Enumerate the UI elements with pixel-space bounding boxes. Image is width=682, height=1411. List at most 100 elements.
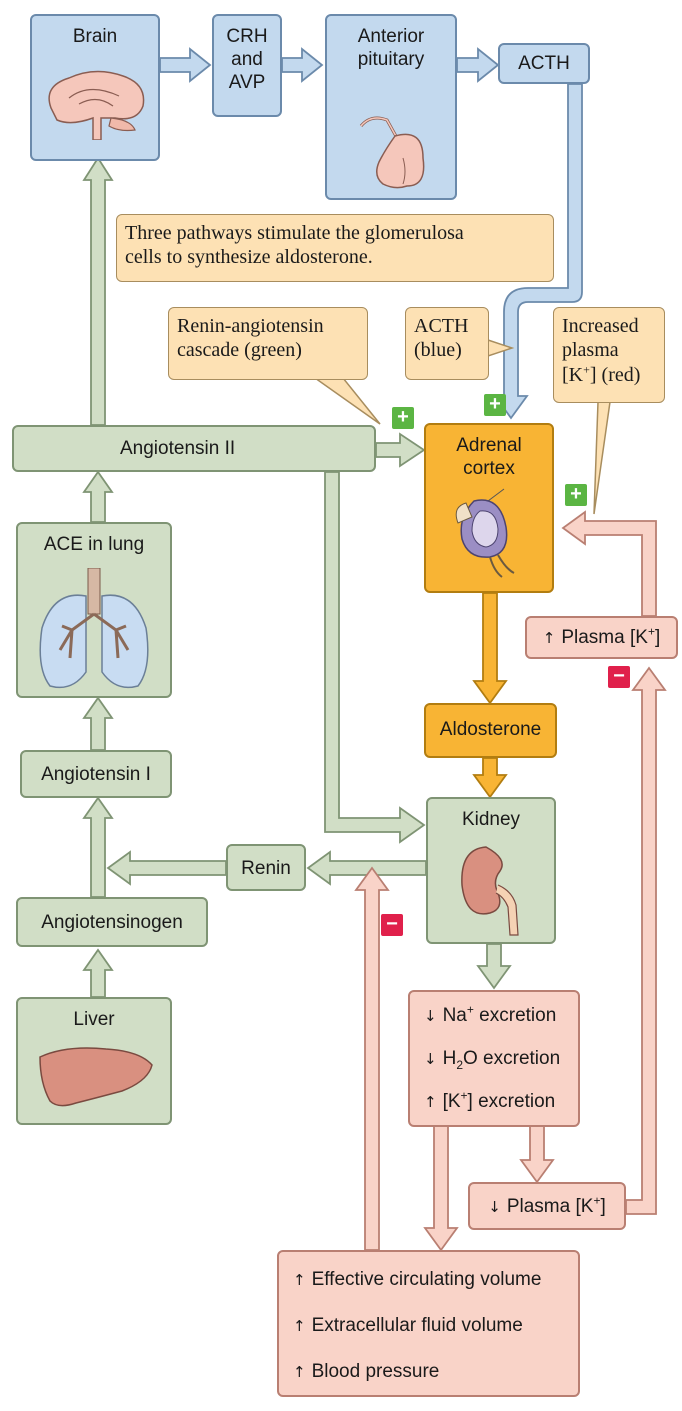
angiotensin-ii-box: Angiotensin II: [12, 425, 376, 472]
kidney-box: Kidney: [426, 797, 556, 944]
arrow-acth-to-adrenal: [493, 83, 583, 420]
liver-label: Liver: [73, 1009, 115, 1030]
angiotensin-ii-label: Angiotensin II: [120, 438, 236, 459]
ace-in-lung-label: ACE in lung: [43, 534, 145, 555]
arrow-pituitary-to-acth: [456, 47, 500, 83]
pituitary-illustration: [359, 116, 425, 189]
acth-blue-line2: (blue): [414, 339, 462, 362]
lung-illustration: [39, 568, 149, 689]
brain-illustration: [48, 70, 145, 140]
extracellular-up-arrow-icon: ↑: [293, 1317, 306, 1335]
potassium-minus-sign: −: [608, 666, 630, 688]
effect-blood-pressure: ↑Blood pressure: [293, 1361, 440, 1382]
circulating-up-arrow-icon: ↑: [293, 1271, 306, 1289]
renin-cascade-pointer: [312, 377, 381, 425]
effect-circulating-volume: ↑Effective circulating volume: [293, 1269, 542, 1290]
bp-up-arrow-icon: ↑: [293, 1363, 306, 1381]
plasma-k-decreased-label: Plasma [K: [506, 1196, 594, 1217]
angiotensinogen-box: Angiotensinogen: [16, 897, 208, 947]
acth-plus-sign: +: [484, 394, 506, 416]
three-pathways-note: Three pathways stimulate the glomerulosa…: [116, 214, 554, 282]
arrow-angiotensinogen-to-angiotensin-i: [82, 796, 114, 898]
volume-minus-sign: −: [381, 914, 403, 936]
arrow-adrenal-to-aldosterone: [472, 592, 508, 705]
arrow-volume-to-kidney: [354, 866, 390, 1251]
anterior-label: Anterior: [357, 26, 425, 47]
arrow-brain-to-crh: [159, 47, 212, 83]
cortex-label: cortex: [463, 457, 515, 479]
ace-in-lung-box: ACE in lung: [16, 522, 172, 698]
plasma-k-increased-label: Plasma [K: [561, 627, 648, 648]
plasma-k-increased-arrow-icon: ↑: [542, 629, 556, 647]
crh-avp-box: CRH and AVP: [212, 14, 282, 117]
note-pointers: [312, 338, 611, 515]
arrow-angiotensin-i-to-ace: [82, 696, 114, 751]
angiotensin-i-box: Angiotensin I: [20, 750, 172, 798]
renin-cascade-note: Renin-angiotensin cascade (green): [168, 307, 368, 380]
crh-label: CRH: [226, 26, 268, 47]
renin-cascade-line2: cascade (green): [177, 339, 302, 362]
arrow-angiotensin-ii-to-adrenal: [375, 432, 426, 468]
green-pathway-arrows: [82, 156, 512, 998]
increased-line2: plasma: [562, 339, 619, 362]
potassium-plus-sign: +: [565, 484, 587, 506]
acth-box: ACTH: [498, 43, 590, 84]
arrow-renin-to-angiotensinogen: [106, 850, 227, 886]
effect-extracellular-volume: ↑Extracellular fluid volume: [293, 1315, 523, 1336]
kidney-effects-box: ↓Na+ excretion ↓H2O excretion ↑[K+] excr…: [408, 990, 580, 1127]
brain-box: Brain: [30, 14, 160, 161]
three-pathways-line2: cells to synthesize aldosterone.: [125, 246, 373, 269]
na-down-arrow-icon: ↓: [424, 1007, 437, 1025]
kidney-illustration: [461, 846, 519, 936]
arrow-liver-to-angiotensinogen: [82, 948, 114, 998]
volume-effects-box: ↑Effective circulating volume ↑Extracell…: [277, 1250, 580, 1397]
acth-label: ACTH: [518, 53, 570, 74]
arrow-ace-to-angiotensin-ii: [82, 470, 114, 523]
increased-plasma-pointer: [593, 401, 611, 515]
renin-cascade-plus-sign: +: [392, 407, 414, 429]
adrenal-cortex-box: Adrenal cortex: [424, 423, 554, 593]
arrow-angiotensin-ii-to-brain: [82, 156, 114, 426]
increased-line1: Increased: [562, 315, 639, 337]
orange-pathway-arrows: [472, 592, 508, 799]
acth-blue-line1: ACTH: [414, 315, 469, 337]
renin-cascade-line1: Renin-angiotensin: [177, 315, 324, 337]
arrow-angiotensin-ii-to-kidney: [324, 471, 426, 844]
crh-and-label: and: [231, 48, 263, 70]
renin-box: Renin: [226, 844, 306, 891]
increased-plasma-note: Increased plasma [K+] (red): [553, 307, 665, 403]
h2o-down-arrow-icon: ↓: [424, 1050, 437, 1068]
k-up-arrow-icon: ↑: [424, 1093, 437, 1111]
arrow-kidney-to-effects: [476, 943, 512, 990]
angiotensin-i-label: Angiotensin I: [41, 764, 151, 785]
aldosterone-box: Aldosterone: [424, 703, 557, 758]
liver-illustration: [39, 1047, 153, 1107]
acth-blue-note: ACTH (blue): [405, 307, 489, 380]
adrenal-label: Adrenal: [456, 435, 522, 456]
liver-box: Liver: [16, 997, 172, 1125]
effect-k-excretion: ↑[K+] excretion: [424, 1088, 556, 1112]
adrenal-illustration: [455, 488, 515, 578]
arrow-plasma-k-up-to-adrenal: [561, 510, 657, 617]
aldosterone-label: Aldosterone: [439, 719, 542, 740]
arrow-effects-to-plasma-k-down: [519, 1124, 555, 1184]
three-pathways-line1: Three pathways stimulate the glomerulosa: [125, 222, 464, 244]
plasma-k-increased-box: ↑Plasma [K+]: [525, 616, 678, 659]
brain-label: Brain: [72, 26, 118, 47]
arrow-crh-to-pituitary: [281, 47, 324, 83]
anterior-pituitary-box: Anterior pituitary: [325, 14, 457, 200]
plasma-k-decreased-arrow-icon: ↓: [488, 1198, 501, 1216]
pituitary-label: pituitary: [357, 48, 425, 70]
arrow-plasma-k-down-to-plasma-k-up: [625, 666, 667, 1215]
avp-label: AVP: [228, 71, 266, 93]
arrow-kidney-to-renin: [306, 850, 427, 886]
angiotensinogen-label: Angiotensinogen: [41, 912, 183, 933]
blue-pathway-arrows: [159, 47, 583, 420]
plasma-k-decreased-box: ↓Plasma [K+]: [468, 1182, 626, 1230]
effect-h2o-excretion: ↓H2O excretion: [424, 1048, 561, 1072]
arrow-effects-to-volume: [423, 1124, 459, 1252]
increased-line3: [K+] (red): [562, 362, 641, 386]
renin-label: Renin: [241, 858, 291, 879]
red-pathway-arrows: [354, 510, 667, 1252]
